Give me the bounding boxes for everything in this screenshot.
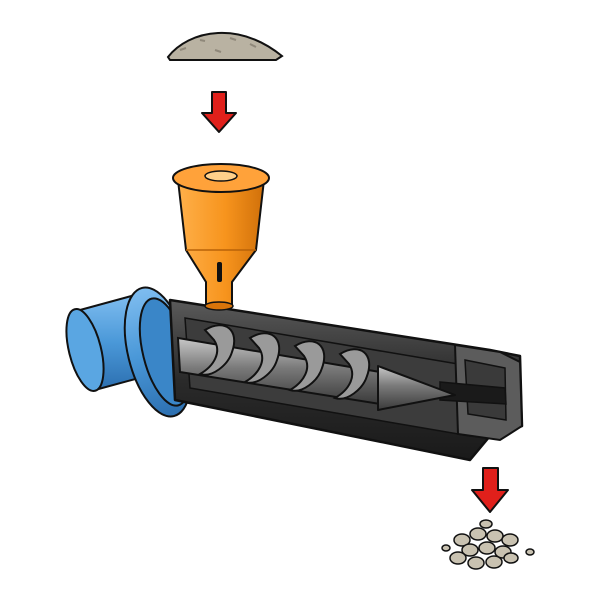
pellets-icon [441,519,535,570]
powder-pile-icon [166,31,284,61]
down-arrow-icon [201,91,237,133]
hopper-icon [172,163,270,311]
down-arrow-icon [471,467,509,513]
extruder-screw-icon [176,324,456,411]
